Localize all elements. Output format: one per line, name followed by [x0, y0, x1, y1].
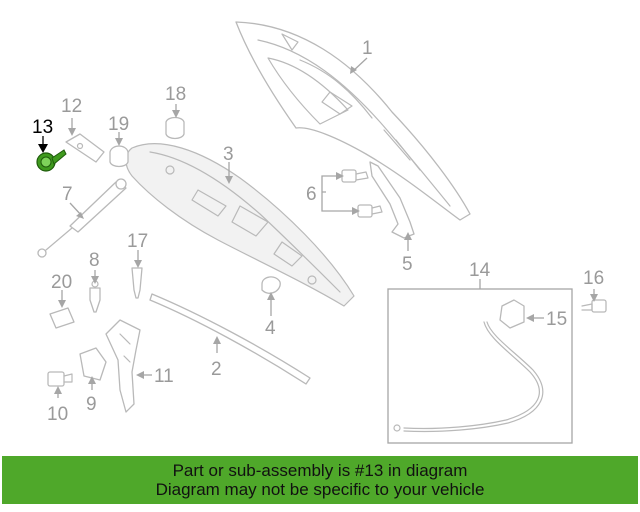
callout-5: 5	[402, 254, 413, 275]
callout-9: 9	[86, 394, 97, 415]
part-4-bumper[interactable]	[261, 276, 281, 294]
callout-7: 7	[62, 184, 73, 205]
callout-6: 6	[306, 184, 317, 205]
banner-line-2: Diagram may not be specific to your vehi…	[155, 480, 485, 499]
callout-17: 17	[127, 231, 148, 252]
part-10-bolt[interactable]	[47, 371, 73, 387]
info-banner: Part or sub-assembly is #13 in diagram D…	[2, 456, 638, 504]
part-5-hinge[interactable]	[369, 161, 415, 239]
part-14-release-cable[interactable]	[387, 288, 573, 444]
callout-19: 19	[108, 114, 129, 135]
part-20-grommet[interactable]	[49, 307, 75, 329]
part-18-bumper[interactable]	[165, 116, 185, 140]
callout-labels: 1 2 3 4 5 6 7 8 9 10 11 12 13 14 15 16 1…	[32, 38, 604, 425]
banner-line-1: Part or sub-assembly is #13 in diagram	[172, 461, 468, 480]
callout-3: 3	[223, 144, 234, 165]
part-13-screw[interactable]	[36, 149, 67, 172]
part-1-hood[interactable]	[235, 21, 471, 221]
callout-18: 18	[165, 84, 186, 105]
callout-8: 8	[89, 250, 100, 271]
part-15-latch[interactable]	[499, 299, 525, 329]
callout-4: 4	[265, 318, 276, 339]
part-3-hood-insulator[interactable]	[125, 143, 355, 307]
leader-lines	[38, 57, 598, 398]
callout-10: 10	[47, 404, 68, 425]
part-16-bolt[interactable]	[581, 299, 607, 313]
part-17-clip[interactable]	[131, 267, 143, 299]
part-6-bolts[interactable]	[341, 169, 383, 218]
callout-12: 12	[61, 96, 82, 117]
part-7-support-strut[interactable]	[37, 178, 127, 258]
callout-15: 15	[546, 309, 567, 330]
callout-2: 2	[211, 359, 222, 380]
callout-13: 13	[32, 117, 53, 138]
callout-1: 1	[362, 38, 373, 59]
parts-diagram: 1 2 3 4 5 6 7 8 9 10 11 12 13 14 15 16 1…	[32, 21, 607, 444]
part-9-bracket[interactable]	[79, 347, 107, 381]
part-8-push-pin[interactable]	[89, 280, 101, 313]
part-2-weatherstrip[interactable]	[149, 293, 311, 385]
callout-11: 11	[154, 366, 174, 387]
callout-20: 20	[51, 272, 72, 293]
part-11-latch-support[interactable]	[105, 319, 141, 413]
part-19-grommet[interactable]	[109, 145, 129, 168]
callout-16: 16	[583, 268, 604, 289]
callout-14: 14	[469, 260, 491, 281]
part-12-bracket[interactable]	[65, 133, 105, 163]
